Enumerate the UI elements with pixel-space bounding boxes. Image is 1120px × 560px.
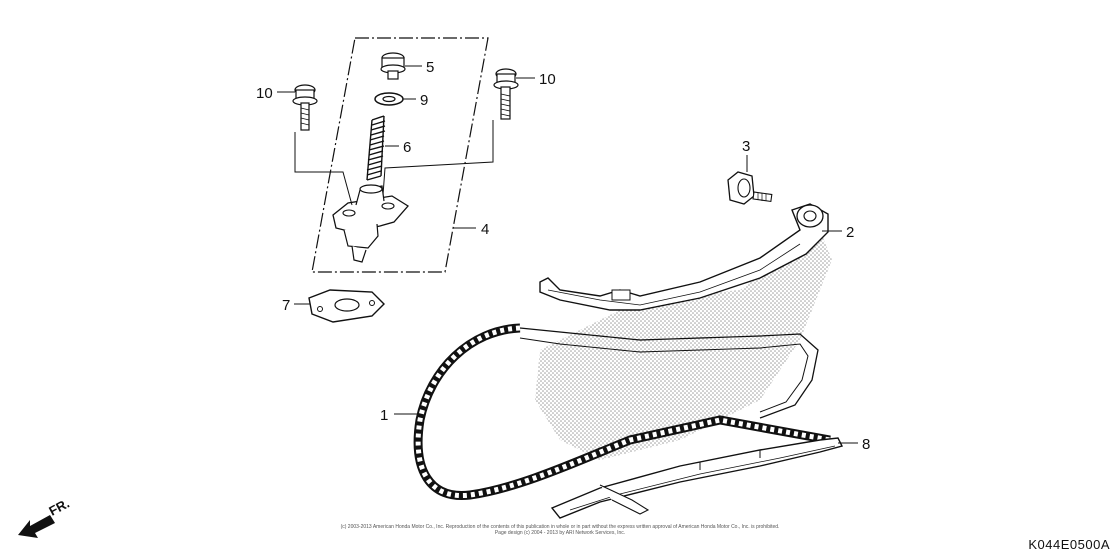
callout-6: 6 — [385, 139, 411, 156]
callout-7: 7 — [282, 297, 310, 314]
callout-4: 4 — [453, 221, 489, 238]
callout-label-2: 2 — [846, 224, 854, 241]
cam-chain-1[interactable] — [413, 323, 831, 501]
front-label: FR. — [46, 496, 72, 519]
bolt-10-right[interactable] — [493, 68, 519, 120]
diagram-code: K044E0500A — [1028, 537, 1110, 552]
tensioner-assembly-box — [311, 37, 489, 273]
cam-chain-tensioner[interactable] — [332, 184, 409, 263]
copyright-line-1: (c) 2003-2013 American Honda Motor Co., … — [340, 524, 780, 530]
callout-10-right: 10 — [516, 71, 556, 88]
leader-bolt-left — [294, 132, 353, 206]
callout-label-4: 4 — [481, 221, 489, 238]
copyright-line-2: Page design (c) 2004 - 2013 by ARI Netwo… — [494, 530, 626, 536]
washer-9[interactable] — [374, 92, 404, 106]
callout-label-1: 1 — [380, 407, 388, 424]
leader-bolt-right — [382, 120, 494, 196]
callout-label-7: 7 — [282, 297, 290, 314]
pivot-bolt-3[interactable] — [727, 171, 773, 205]
callout-label-9: 9 — [420, 92, 428, 109]
callout-label-10-right: 10 — [539, 71, 556, 88]
callout-label-8: 8 — [862, 436, 870, 453]
sealing-bolt-5[interactable] — [380, 52, 406, 80]
callout-label-3: 3 — [742, 138, 750, 155]
callout-1: 1 — [380, 407, 420, 424]
shade-region — [535, 230, 832, 460]
callout-3: 3 — [742, 138, 750, 172]
callout-9: 9 — [403, 92, 428, 109]
callout-5: 5 — [405, 59, 434, 76]
callout-label-10-left: 10 — [256, 85, 273, 102]
callout-label-5: 5 — [426, 59, 434, 76]
callout-2: 2 — [822, 224, 854, 241]
bolt-10-left[interactable] — [292, 84, 318, 131]
chain-guide-8[interactable] — [550, 437, 844, 519]
callout-8: 8 — [838, 436, 870, 453]
callout-label-6: 6 — [403, 139, 411, 156]
chain-tensioner-arm-2[interactable] — [539, 203, 829, 311]
spring-6[interactable] — [366, 115, 386, 181]
callout-10-left: 10 — [256, 85, 295, 102]
gasket-7[interactable] — [308, 289, 385, 323]
copyright-notice: (c) 2003-2013 American Honda Motor Co., … — [0, 524, 1120, 536]
